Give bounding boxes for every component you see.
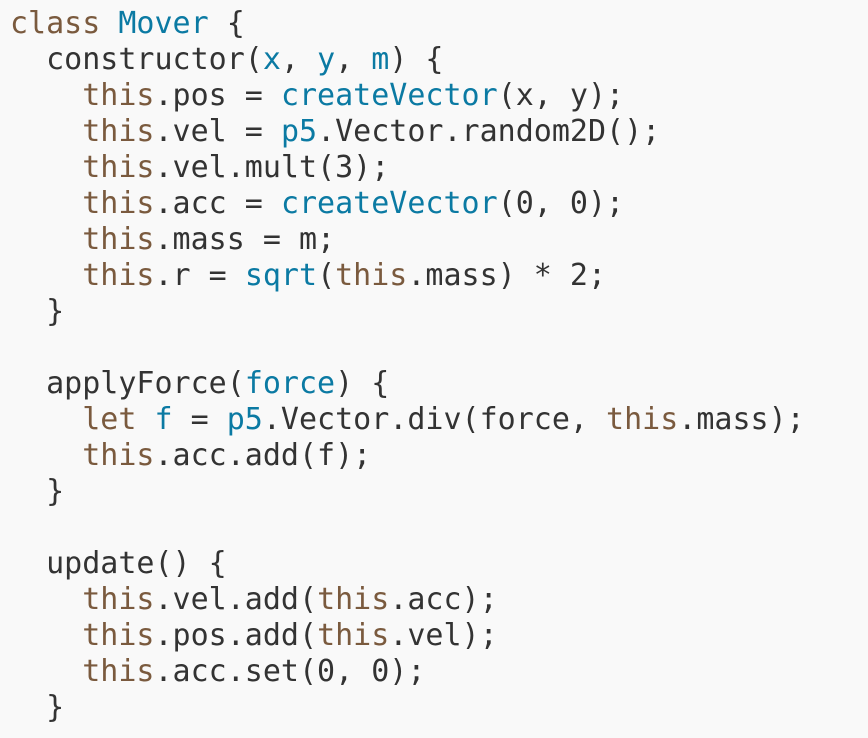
code-token-plain: } — [10, 474, 65, 509]
code-token-plain — [10, 258, 82, 293]
code-token-plain — [10, 78, 82, 113]
code-token-plain: (x, y); — [497, 78, 625, 113]
code-token-plain: = — [172, 402, 227, 437]
code-token-plain: applyForce( — [10, 366, 245, 401]
code-token-class-name: Mover — [118, 6, 209, 41]
code-token-this-keyword: this — [82, 222, 155, 257]
code-line[interactable] — [10, 510, 868, 546]
code-token-plain: .mass) * 2; — [407, 258, 607, 293]
code-line[interactable]: this.mass = m; — [10, 222, 868, 258]
code-token-plain — [10, 402, 82, 437]
code-token-plain: , — [335, 42, 372, 77]
code-token-plain: .vel = — [154, 114, 281, 149]
code-line[interactable] — [10, 330, 868, 366]
code-line[interactable]: this.r = sqrt(this.mass) * 2; — [10, 258, 868, 294]
code-line[interactable]: this.pos = createVector(x, y); — [10, 78, 868, 114]
code-token-plain: } — [10, 690, 65, 725]
code-token-plain: ) { — [335, 366, 390, 401]
code-token-plain — [10, 654, 82, 689]
code-line[interactable]: this.acc.add(f); — [10, 438, 868, 474]
code-token-this-keyword: this — [606, 402, 679, 437]
code-token-plain: update() { — [10, 546, 227, 581]
code-line[interactable]: this.vel.add(this.acc); — [10, 582, 868, 618]
code-token-plain — [10, 114, 82, 149]
code-token-function: p5 — [226, 402, 263, 437]
code-token-plain — [10, 582, 82, 617]
code-token-plain: constructor( — [10, 42, 263, 77]
code-token-this-keyword: this — [82, 258, 155, 293]
code-token-plain: .Vector.random2D(); — [317, 114, 661, 149]
code-token-plain: .pos.add( — [154, 618, 318, 653]
code-line[interactable]: applyForce(force) { — [10, 366, 868, 402]
code-token-plain — [10, 186, 82, 221]
code-token-plain: , — [280, 42, 318, 77]
code-token-plain: .acc); — [389, 582, 498, 617]
code-token-param: y — [317, 42, 336, 77]
code-token-plain: .mass); — [678, 402, 805, 437]
code-token-plain: .acc.set(0, 0); — [154, 654, 426, 689]
code-token-plain: .mass = m; — [154, 222, 336, 257]
code-line[interactable]: } — [10, 294, 868, 330]
code-token-plain: } — [10, 294, 65, 329]
code-token-this-keyword: this — [82, 438, 155, 473]
code-token-plain: .pos = — [154, 78, 281, 113]
code-token-plain: .acc = — [154, 186, 281, 221]
code-token-function: createVector — [280, 186, 498, 221]
code-token-plain: (0, 0); — [497, 186, 625, 221]
code-token-plain: .Vector.div(force, — [262, 402, 607, 437]
code-token-this-keyword: this — [82, 114, 155, 149]
code-token-plain — [136, 402, 154, 437]
code-token-plain: .vel.mult(3); — [154, 150, 390, 185]
code-line[interactable]: let f = p5.Vector.div(force, this.mass); — [10, 402, 868, 438]
code-line[interactable]: this.vel = p5.Vector.random2D(); — [10, 114, 868, 150]
code-token-this-keyword: this — [82, 654, 155, 689]
code-line[interactable]: } — [10, 474, 868, 510]
code-token-this-keyword: this — [317, 618, 390, 653]
code-line[interactable]: this.vel.mult(3); — [10, 150, 868, 186]
code-line[interactable]: } — [10, 690, 868, 726]
code-token-param: m — [371, 42, 390, 77]
code-token-plain — [100, 6, 118, 41]
code-token-plain: ) { — [389, 42, 444, 77]
code-token-param: x — [262, 42, 281, 77]
code-token-plain — [10, 438, 82, 473]
code-token-function: sqrt — [244, 258, 318, 293]
code-token-this-keyword: this — [82, 618, 155, 653]
code-token-plain: { — [208, 6, 245, 41]
code-token-plain — [10, 618, 82, 653]
code-line[interactable]: this.pos.add(this.vel); — [10, 618, 868, 654]
code-token-plain: .vel); — [389, 618, 498, 653]
code-token-this-keyword: this — [335, 258, 408, 293]
code-line[interactable]: this.acc = createVector(0, 0); — [10, 186, 868, 222]
code-token-plain: .vel.add( — [154, 582, 318, 617]
code-token-keyword: class — [10, 6, 101, 41]
code-token-this-keyword: this — [82, 78, 155, 113]
code-line[interactable]: update() { — [10, 546, 868, 582]
code-token-param: f — [154, 402, 173, 437]
code-token-keyword: let — [82, 402, 137, 437]
code-token-this-keyword: this — [82, 582, 155, 617]
code-token-plain — [10, 150, 82, 185]
code-token-this-keyword: this — [82, 150, 155, 185]
code-token-function: p5 — [280, 114, 318, 149]
code-token-plain: .r = — [154, 258, 245, 293]
code-token-plain: ( — [317, 258, 336, 293]
code-line[interactable]: constructor(x, y, m) { — [10, 42, 868, 78]
code-token-this-keyword: this — [317, 582, 390, 617]
code-token-plain — [10, 222, 82, 257]
code-line[interactable]: this.acc.set(0, 0); — [10, 654, 868, 690]
code-token-plain: .acc.add(f); — [154, 438, 372, 473]
code-token-this-keyword: this — [82, 186, 155, 221]
code-token-param: force — [244, 366, 336, 401]
code-token-function: createVector — [280, 78, 498, 113]
code-line[interactable]: class Mover { — [10, 6, 868, 42]
